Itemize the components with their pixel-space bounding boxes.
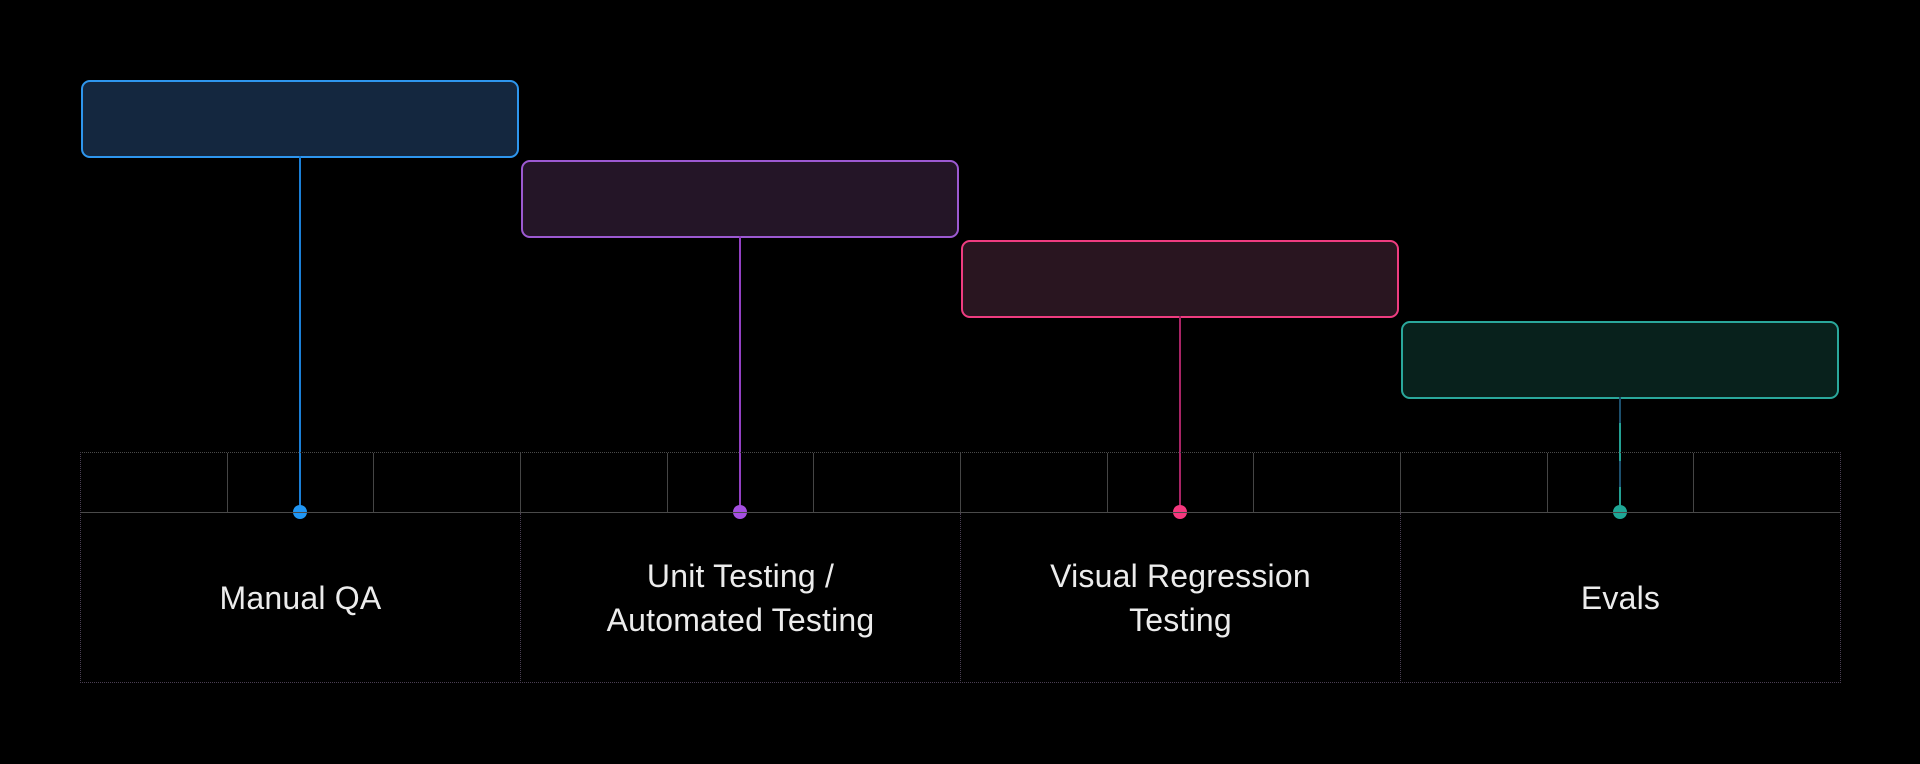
timeline-label-row: Manual QA Unit Testing / Automated Testi…: [81, 513, 1840, 683]
ruler-cell: [1546, 453, 1694, 512]
connector-line-manual-qa: [299, 156, 301, 512]
phase-box-unit-testing: [521, 160, 959, 238]
phase-box-visual-regression: [961, 240, 1399, 318]
connector-line-visual-regression: [1179, 316, 1181, 512]
label-cell-manual-qa: Manual QA: [81, 513, 520, 683]
ruler-cell: [960, 453, 1107, 512]
phase-label-manual-qa: Manual QA: [219, 580, 382, 616]
ruler-cell: [81, 453, 227, 512]
ruler-cell: [813, 453, 960, 512]
connector-line-unit-testing: [739, 236, 741, 512]
ruler-cell: [666, 453, 814, 512]
ruler-cell: [373, 453, 520, 512]
phase-label-visual-regression: Visual Regression Testing: [1050, 558, 1311, 638]
label-cell-evals: Evals: [1400, 513, 1840, 683]
ruler-cell: [520, 453, 667, 512]
phase-label-unit-testing: Unit Testing / Automated Testing: [606, 558, 875, 638]
label-cell-visual-regression: Visual Regression Testing: [960, 513, 1400, 683]
phase-box-manual-qa: [81, 80, 519, 158]
ruler-cell: [226, 453, 374, 512]
ruler-cell: [1693, 453, 1840, 512]
connector-line-evals: [1619, 397, 1621, 512]
ruler-cell: [1253, 453, 1400, 512]
timeline-ruler-row: [81, 453, 1840, 513]
ruler-cell: [1106, 453, 1254, 512]
phase-box-evals: [1401, 321, 1839, 399]
label-cell-unit-testing: Unit Testing / Automated Testing: [520, 513, 960, 683]
timeline-grid: Manual QA Unit Testing / Automated Testi…: [80, 452, 1841, 683]
phase-label-evals: Evals: [1580, 580, 1661, 616]
ruler-cell: [1400, 453, 1547, 512]
